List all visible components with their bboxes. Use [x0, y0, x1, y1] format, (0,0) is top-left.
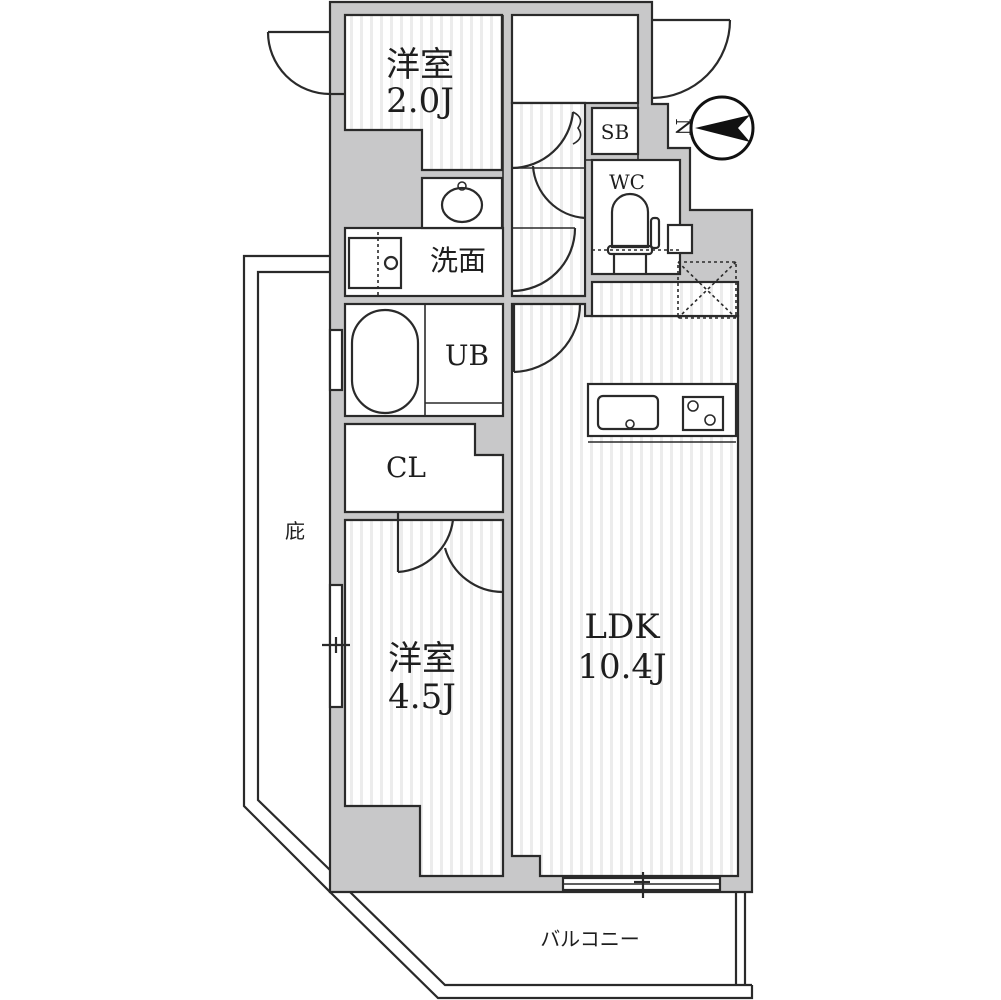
- compass-icon: [689, 95, 755, 161]
- drain-icon: [383, 255, 399, 271]
- pipe-shaft: [677, 261, 737, 319]
- doors: [266, 18, 732, 594]
- room-washroom: [343, 226, 505, 298]
- washer-pan: [347, 236, 403, 290]
- room-name-ub: UB: [445, 339, 489, 372]
- kitchen-sink-icon: [596, 394, 660, 431]
- room-size-ldk: 10.4J: [577, 647, 666, 687]
- bathtub-icon: [350, 308, 420, 415]
- room-size-western-2j: 2.0J: [386, 81, 454, 121]
- room-ldk: [510, 302, 740, 878]
- ldk-upper: [590, 280, 740, 318]
- room-name-cl: CL: [386, 451, 426, 484]
- eaves-label: 庇: [285, 519, 305, 543]
- burner-icon: [687, 400, 699, 412]
- room-name-western-2j: 洋室: [386, 45, 454, 85]
- room-name-wc: WC: [609, 170, 645, 194]
- balcony-outline: [329, 891, 754, 1000]
- wc-niche: [666, 223, 694, 255]
- room-name-sb: SB: [601, 120, 629, 144]
- kitchen-counter: [586, 382, 738, 438]
- toilet-icon: [592, 192, 680, 273]
- drain-icon: [625, 419, 635, 429]
- eaves-outline: [242, 254, 331, 893]
- burner-icon: [704, 414, 716, 426]
- sink-icon: [440, 186, 484, 224]
- room-ub: [343, 302, 505, 418]
- room-sb: [590, 106, 640, 156]
- room-name-washroom: 洗面: [430, 244, 486, 277]
- stove-icon: [681, 395, 725, 432]
- entry-storage: [510, 13, 640, 105]
- room-western-2j: [343, 13, 504, 172]
- compass-label: N: [671, 118, 695, 136]
- room-size-western-4j5: 4.5J: [388, 677, 456, 717]
- bath-window: [328, 328, 344, 392]
- balcony-label: バルコニー: [540, 927, 640, 951]
- room-name-ldk: LDK: [584, 607, 660, 647]
- faucet-icon: [457, 181, 467, 191]
- room-cl: [343, 422, 505, 514]
- room-name-western-4j5: 洋室: [388, 639, 456, 679]
- vanity: [420, 176, 504, 230]
